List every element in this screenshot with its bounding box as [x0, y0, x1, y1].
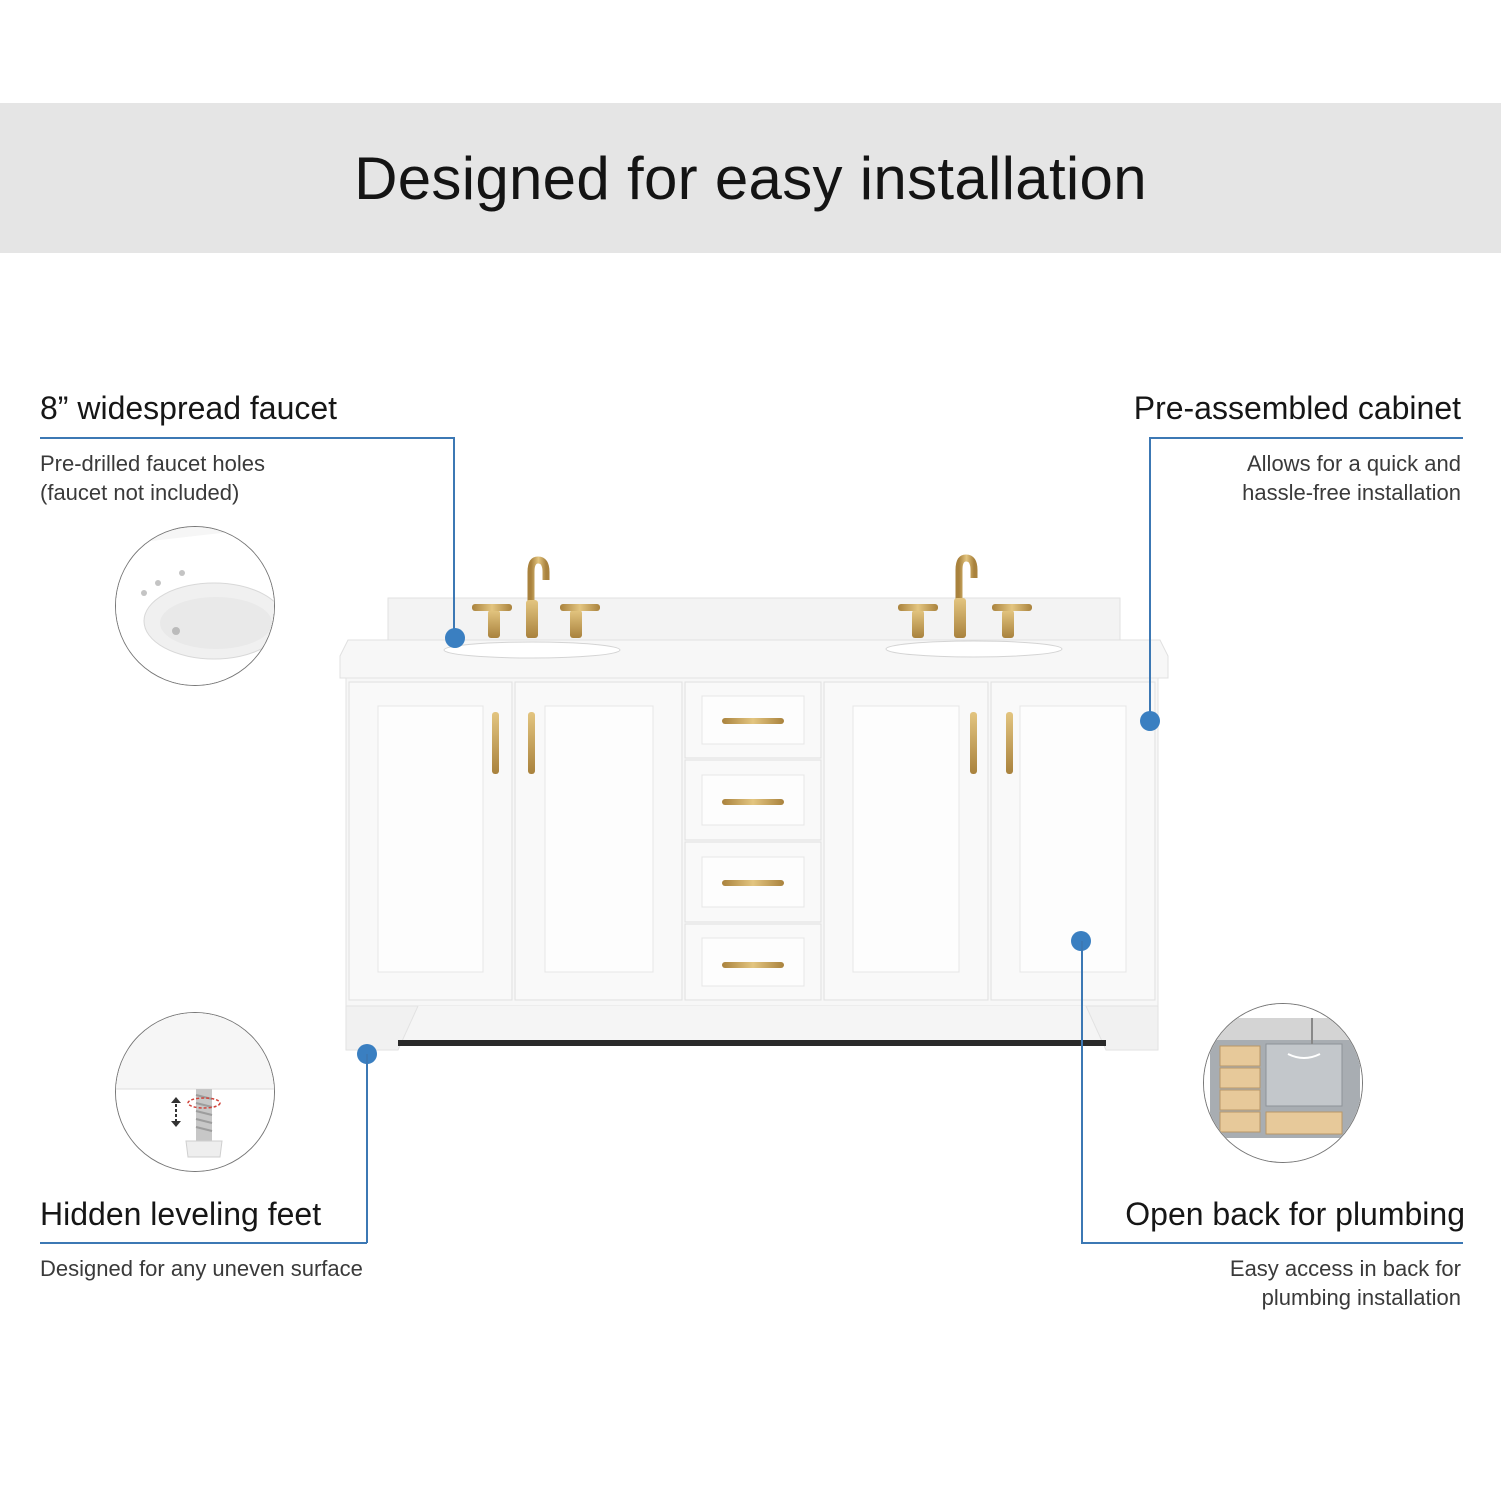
connector-line [366, 1054, 368, 1243]
desc-line: Pre-drilled faucet holes [40, 451, 266, 476]
connector-line [1149, 437, 1463, 439]
connector-line [1149, 437, 1151, 721]
feature-plumbing-desc: Easy access in back for plumbing install… [1230, 1254, 1461, 1312]
faucet-holes-detail-icon [115, 526, 275, 686]
desc-line: (faucet not included) [40, 480, 240, 505]
desc-line: plumbing installation [1261, 1285, 1461, 1310]
feature-cabinet-title: Pre-assembled cabinet [1133, 390, 1461, 426]
desc-line: Allows for a quick and [1247, 451, 1461, 476]
feature-feet-desc: Designed for any uneven surface [40, 1256, 363, 1281]
feature-cabinet-desc: Allows for a quick and hassle-free insta… [1242, 449, 1461, 507]
header-banner: Designed for easy installation [0, 103, 1501, 253]
callout-dot-faucet [445, 628, 465, 648]
feature-faucet-title: 8” widespread faucet [40, 390, 338, 426]
leveling-foot-detail-icon [115, 1012, 275, 1172]
desc-line: Easy access in back for [1229, 1256, 1461, 1281]
connector-line [40, 437, 454, 439]
connector-line [1081, 1242, 1463, 1244]
page-title: Designed for easy installation [354, 144, 1147, 212]
feature-feet-title: Hidden leveling feet [40, 1196, 322, 1232]
connector-line [453, 437, 455, 638]
desc-line: hassle-free installation [1242, 480, 1461, 505]
vanity-illustration [339, 554, 1169, 1051]
callout-dot-cabinet [1140, 711, 1160, 731]
feature-plumbing-title: Open back for plumbing [1125, 1196, 1465, 1232]
connector-line [40, 1242, 367, 1244]
open-back-detail-icon [1203, 1003, 1363, 1163]
connector-line [1081, 941, 1083, 1243]
feature-faucet-desc: Pre-drilled faucet holes (faucet not inc… [40, 449, 265, 507]
